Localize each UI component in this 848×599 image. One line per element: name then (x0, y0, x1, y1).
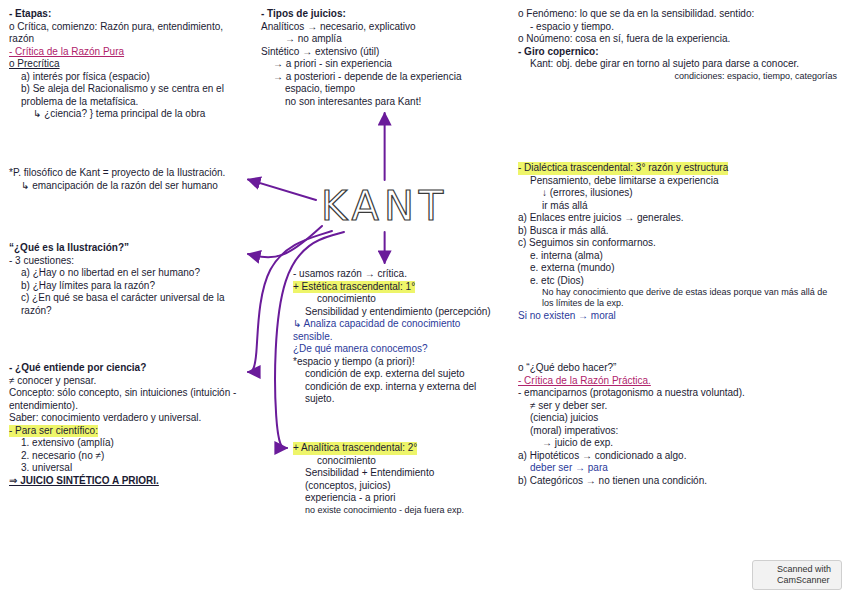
note-text: ↓ (errores, ilusiones) (542, 187, 837, 200)
note-block: - Tipos de juicios:Analíticos → necesari… (258, 6, 498, 110)
note-text: - Crítica de la Razón Práctica. (518, 375, 837, 388)
note-text: Analíticos → necesario, explicativo (261, 21, 495, 34)
note-text: b) Se aleja del Racionalismo y se centra… (21, 83, 242, 108)
note-block: - usamos razón → crítica.+ Estética tras… (290, 266, 502, 408)
note-text: *P. filosófico de Kant = proyecto de la … (9, 167, 242, 180)
note-text: ≠ conocer y pensar. (9, 375, 242, 388)
note-text: Concepto: sólo concepto, sin intuiciones… (9, 387, 242, 412)
note-text: - Giro copernico: (518, 46, 837, 59)
note-text: ¿De qué manera conocemos? (293, 343, 499, 356)
note-text: b) Categóricos → no tienen una condición… (518, 475, 837, 488)
note-text: condiciones: espacio, tiempo, categorías (518, 71, 837, 82)
note-text: no existe conocimiento - deja fuera exp. (305, 505, 499, 516)
note-text: - ¿Qué entiende por ciencia? (9, 362, 242, 375)
note-text: espacio, tiempo (285, 83, 495, 96)
note-text: ↳ Analiza capacidad de conocimiento sens… (293, 318, 499, 343)
note-text: - Dialéctica trascendental: 3° razón y e… (518, 162, 728, 175)
note-text: *espacio y tiempo (a priori)! (293, 356, 499, 369)
note-text: ↳ ¿ciencia? } tema principal de la obra (33, 108, 242, 121)
note-text: a) Enlaces entre juicios → generales. (518, 212, 837, 225)
note-text: (conceptos, juicios) (305, 480, 499, 493)
central-title: KANT (318, 182, 451, 230)
note-text: ⇒ JUICIO SINTÉTICO A PRIORI. (9, 475, 242, 488)
note-text: (moral) imperativos: (530, 425, 837, 438)
note-text: - emanciparnos (protagonismo a nuestra v… (518, 387, 837, 400)
note-text: Saber: conocimiento verdadero y universa… (9, 412, 242, 425)
watermark: Scanned with CamScanner (752, 560, 842, 590)
note-text: ↳ emancipación de la razón del ser human… (21, 180, 242, 193)
note-block: o “¿Qué debo hacer?”- Crítica de la Razó… (515, 360, 840, 489)
note-text: Sensibilidad y entendimiento (percepción… (305, 306, 499, 319)
note-text: ≠ ser y deber ser. (530, 400, 837, 413)
note-block: - Dialéctica trascendental: 3° razón y e… (515, 160, 840, 324)
note-text: 2. necesario (no ≠) (21, 450, 242, 463)
note-text: c) Seguimos sin conformarnos. (518, 237, 837, 250)
note-block: “¿Qué es la Ilustración?”- 3 cuestiones:… (6, 240, 245, 319)
note-text: - Crítica de la Razón Pura (9, 46, 242, 59)
note-text: → no amplía (285, 33, 495, 46)
note-text: e. etc (Dios) (530, 275, 837, 288)
note-text: e. interna (alma) (530, 250, 837, 263)
note-text: - espacio y tiempo. (530, 21, 837, 34)
note-text: o Crítica, comienzo: Razón pura, entendi… (9, 21, 242, 46)
note-text: deber ser → para (530, 462, 837, 475)
note-text: b) ¿Hay límites para la razón? (21, 280, 242, 293)
note-text: a) Hipotéticos → condicionado a algo. (518, 450, 837, 463)
note-text: conocimiento (317, 455, 499, 468)
note-text: - Para ser científico: (9, 425, 98, 438)
note-text: + Analítica trascendental: 2° (293, 442, 417, 455)
note-text: o Precrítica (9, 58, 242, 71)
note-text: 3. universal (21, 462, 242, 475)
note-text: c) ¿En qué se basa el carácter universal… (21, 292, 242, 317)
note-text: “¿Qué es la Ilustración?” (9, 242, 242, 255)
note-text: No hay conocimiento que derive de estas … (542, 287, 837, 310)
note-block: + Analítica trascendental: 2°conocimient… (290, 440, 502, 518)
note-text: 1. extensivo (amplía) (21, 437, 242, 450)
note-block: - Etapas:o Crítica, comienzo: Razón pura… (6, 6, 245, 123)
arrow-connector (384, 232, 386, 263)
note-text: o “¿Qué debo hacer?” (518, 362, 837, 375)
note-block: - ¿Qué entiende por ciencia?≠ conocer y … (6, 360, 245, 489)
note-text: a) interés por física (espacio) (21, 71, 242, 84)
note-text: condición de exp. interna y externa del … (305, 381, 499, 406)
note-text: Sintético → extensivo (útil) (261, 46, 495, 59)
note-text: Sensibilidad + Entendimiento (305, 467, 499, 480)
note-text: Pensamiento, debe limitarse a experienci… (530, 175, 837, 188)
note-text: b) Busca ir más allá. (518, 225, 837, 238)
note-text: no son interesantes para Kant! (285, 96, 495, 109)
arrow-connector (384, 113, 386, 180)
note-block: o Fenómeno: lo que se da en la sensibili… (515, 6, 840, 84)
note-text: → a posteriori - depende de la experienc… (273, 71, 495, 84)
note-text: KANT (321, 184, 448, 228)
note-text: + Estética trascendental: 1° (293, 281, 415, 294)
note-text: (ciencia) juicios (530, 412, 837, 425)
note-text: a) ¿Hay o no libertad en el ser humano? (21, 267, 242, 280)
note-text: Kant: obj. debe girar en torno al sujeto… (530, 58, 837, 71)
note-text: experiencia - a priori (305, 492, 499, 505)
note-block: *P. filosófico de Kant = proyecto de la … (6, 165, 245, 194)
note-text: o Noúmeno: cosa en sí, fuera de la exper… (518, 33, 837, 46)
note-text: ir más allá (542, 200, 837, 213)
note-text: - usamos razón → crítica. (293, 268, 499, 281)
note-text: e. externa (mundo) (530, 262, 837, 275)
note-text: - Etapas: (9, 8, 242, 21)
note-text: - 3 cuestiones: (9, 255, 242, 268)
note-text: Si no existen → moral (518, 310, 837, 323)
note-text: conocimiento (317, 293, 499, 306)
note-text: - Tipos de juicios: (261, 8, 495, 21)
note-text: → a priori - sin experiencia (273, 58, 495, 71)
note-text: o Fenómeno: lo que se da en la sensibili… (518, 8, 837, 21)
note-text: → juicio de exp. (542, 437, 837, 450)
arrow-connector (248, 180, 316, 201)
note-text: condición de exp. externa del sujeto (305, 368, 499, 381)
